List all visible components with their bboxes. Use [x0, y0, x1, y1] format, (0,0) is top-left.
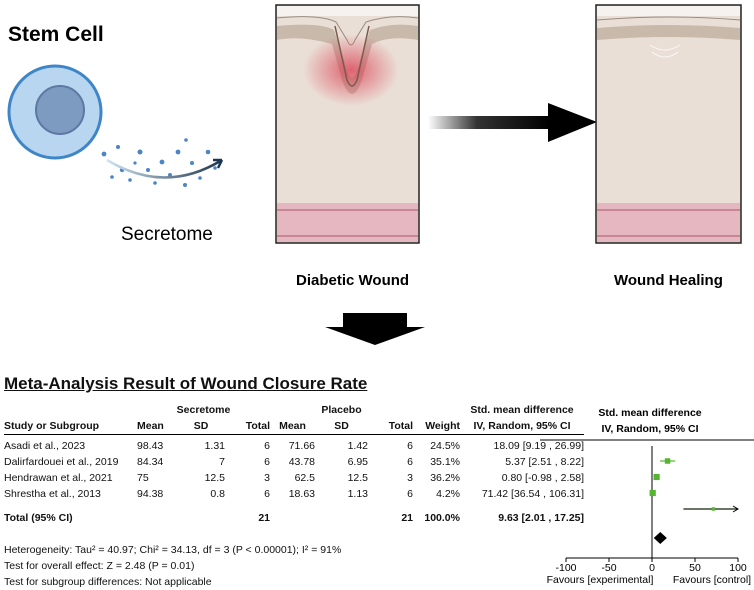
- weight: 24.5%: [430, 440, 460, 452]
- secretome-arrow-icon: [106, 158, 223, 179]
- forest-header-2: IV, Random, 95% CI: [601, 423, 698, 435]
- down-arrow-icon: [325, 313, 425, 345]
- group2-header: Placebo: [321, 404, 362, 416]
- table-row: Dalirfardouei et al., 2019 84.34 7 6 43.…: [4, 454, 584, 470]
- wound-healing-panel: [595, 4, 742, 244]
- stem-cell-icon: [7, 64, 103, 160]
- forest-marks: -100 -50 0 50 100: [555, 446, 747, 574]
- total-1: 6: [264, 488, 270, 500]
- col-study: Study or Subgroup: [4, 420, 100, 432]
- col-mean-2: Mean: [279, 420, 306, 432]
- favours-right-label: Favours [control]: [673, 574, 751, 586]
- x-tick-label: 50: [689, 562, 701, 574]
- effect-ci: 0.80 [-0.98 , 2.58]: [501, 472, 584, 484]
- effect-ci: 18.09 [9.19 , 26.99]: [493, 440, 585, 452]
- total-1: 6: [264, 440, 270, 452]
- overall-effect-text: Test for overall effect: Z = 2.48 (P = 0…: [4, 560, 195, 572]
- sd-2: 6.95: [347, 456, 368, 468]
- heterogeneity-text: Heterogeneity: Tau² = 40.97; Chi² = 34.1…: [4, 544, 342, 556]
- study-name: Hendrawan et al., 2021: [4, 472, 113, 484]
- study-point: [664, 458, 671, 464]
- effect-header-1: Std. mean difference: [470, 404, 574, 416]
- weight: 36.2%: [430, 472, 460, 484]
- effect-ci: 71.42 [36.54 , 106.31]: [481, 488, 584, 500]
- x-tick-label: 0: [649, 562, 655, 574]
- total-label: Total (95% CI): [4, 512, 73, 524]
- sd-1: 7: [219, 456, 225, 468]
- total-2: 6: [407, 456, 413, 468]
- total-weight: 100.0%: [424, 512, 460, 524]
- effect-header-2: IV, Random, 95% CI: [473, 420, 571, 432]
- table-row: Shrestha et al., 2013 94.38 0.8 6 18.63 …: [4, 486, 584, 502]
- mean-1: 75: [137, 472, 149, 484]
- total-ci: 9.63 [2.01 , 17.25]: [498, 512, 584, 524]
- group1-header: Secretome: [176, 404, 231, 416]
- x-tick-label: 100: [729, 562, 747, 574]
- total-2: 6: [407, 440, 413, 452]
- total-row: Total (95% CI) 21 21 100.0% 9.63 [2.01 ,…: [4, 510, 584, 526]
- secretome-label: Secretome: [121, 224, 213, 245]
- mean-2: 18.63: [288, 488, 315, 500]
- secretome-particles-icon: [101, 138, 217, 187]
- study-name: Asadi et al., 2023: [4, 440, 86, 452]
- total-n1: 21: [258, 512, 270, 524]
- col-weight: Weight: [425, 420, 460, 432]
- wound-healing-label: Wound Healing: [614, 272, 723, 289]
- table-row: Hendrawan et al., 2021 75 12.5 3 62.5 12…: [4, 470, 584, 486]
- col-total-2: Total: [388, 420, 413, 432]
- total-diamond: [653, 532, 667, 544]
- sd-2: 1.13: [347, 488, 368, 500]
- total-1: 6: [264, 456, 270, 468]
- mean-1: 84.34: [137, 456, 164, 468]
- meta-analysis-table: Secretome Placebo Std. mean difference S…: [4, 402, 584, 526]
- total-2: 6: [407, 488, 413, 500]
- study-name: Dalirfardouei et al., 2019: [4, 456, 119, 468]
- total-1: 3: [264, 472, 270, 484]
- mean-1: 94.38: [137, 488, 164, 500]
- weight: 35.1%: [430, 456, 460, 468]
- col-mean-1: Mean: [137, 420, 164, 432]
- sd-2: 12.5: [347, 472, 368, 484]
- total-n2: 21: [401, 512, 413, 524]
- total-2: 3: [407, 472, 413, 484]
- sd-2: 1.42: [347, 440, 368, 452]
- forest-header-1: Std. mean difference: [598, 407, 701, 419]
- effect-ci: 5.37 [2.51 , 8.22]: [505, 456, 584, 468]
- diabetic-wound-panel: [275, 4, 420, 244]
- transition-arrow-icon: [428, 103, 597, 142]
- mean-2: 62.5: [294, 472, 315, 484]
- forest-plot: Std. mean difference IV, Random, 95% CI …: [540, 407, 754, 586]
- mean-1: 98.43: [137, 440, 164, 452]
- x-tick-label: -50: [601, 562, 616, 574]
- x-tick-label: -100: [555, 562, 576, 574]
- diabetic-wound-label: Diabetic Wound: [296, 272, 409, 289]
- subgroup-test-text: Test for subgroup differences: Not appli…: [4, 576, 212, 588]
- study-point: [649, 489, 656, 497]
- sd-1: 12.5: [204, 472, 225, 484]
- sd-1: 1.31: [204, 440, 225, 452]
- col-sd-1: SD: [193, 420, 209, 432]
- weight: 4.2%: [436, 488, 460, 500]
- column-header-row: Study or Subgroup Mean SD Total Mean SD …: [4, 418, 584, 435]
- col-total-1: Total: [245, 420, 270, 432]
- table-row: Asadi et al., 2023 98.43 1.31 6 71.66 1.…: [4, 438, 584, 454]
- col-sd-2: SD: [334, 420, 349, 432]
- study-point: [653, 473, 660, 481]
- mean-2: 71.66: [288, 440, 315, 452]
- sd-1: 0.8: [210, 488, 225, 500]
- favours-left-label: Favours [experimental]: [547, 574, 654, 586]
- study-name: Shrestha et al., 2013: [4, 488, 101, 500]
- group-header-row: Secretome Placebo Std. mean difference: [4, 402, 584, 418]
- meta-analysis-title: Meta-Analysis Result of Wound Closure Ra…: [4, 374, 368, 393]
- study-ci-arrowhead: [732, 505, 739, 513]
- stem-cell-label: Stem Cell: [8, 23, 104, 46]
- mean-2: 43.78: [288, 456, 315, 468]
- wound-healing-schematic: Stem Cell Secretome Diabetic Wound: [7, 4, 742, 345]
- study-point: [711, 507, 716, 511]
